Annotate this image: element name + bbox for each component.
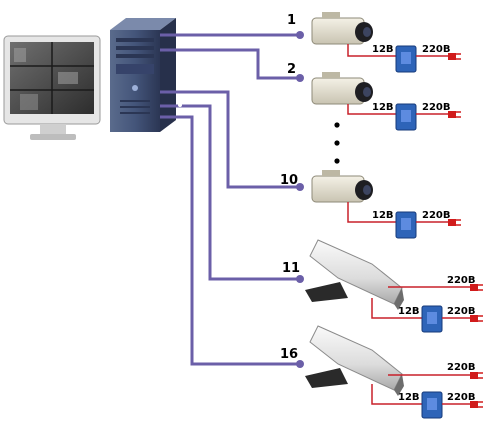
mains-voltage-label-1: 220B — [422, 44, 451, 55]
cable-connectors — [296, 31, 304, 368]
video-cables — [160, 33, 300, 366]
server-tower-icon — [110, 18, 176, 132]
power-adapter-icon — [347, 103, 448, 131]
box-camera-icon — [311, 12, 373, 45]
cable-11 — [160, 104, 300, 281]
power-plug-icon — [470, 372, 483, 379]
power-plug-icon — [448, 53, 461, 60]
camera-number-1: 1 — [287, 13, 296, 28]
camera-number-11: 11 — [282, 261, 300, 276]
mains-voltage-label-16: 220B — [447, 392, 476, 403]
monitor-icon — [3, 35, 101, 140]
mains-voltage-label-2: 220B — [422, 102, 451, 113]
heater-voltage-label-11: 220B — [447, 275, 476, 286]
camera-number-16: 16 — [280, 347, 298, 362]
power-plug-icon — [470, 284, 483, 291]
power-plug-icon — [470, 401, 483, 408]
camera-ellipsis — [334, 122, 340, 164]
low-voltage-label-2: 12B — [372, 102, 394, 113]
cable-16 — [160, 115, 300, 366]
heater-voltage-label-16: 220B — [447, 362, 476, 373]
power-adapter-icon — [347, 44, 448, 73]
mains-voltage-label-11: 220B — [447, 306, 476, 317]
cable-2 — [160, 48, 300, 80]
outdoor-housing-camera-icon — [305, 325, 404, 396]
outdoor-housing-camera-icon — [305, 239, 404, 310]
mains-voltage-label-10: 220B — [422, 210, 451, 221]
power-plug-icon — [448, 111, 461, 118]
power-plug-icon — [448, 219, 461, 226]
power-adapter-icon — [371, 298, 470, 333]
cable-10 — [160, 90, 300, 189]
low-voltage-label-11: 12B — [398, 306, 420, 317]
low-voltage-label-16: 12B — [398, 392, 420, 403]
box-camera-icon — [311, 170, 373, 203]
power-adapter-icon — [371, 384, 470, 419]
server-ellipsis — [178, 53, 182, 115]
low-voltage-label-1: 12B — [372, 44, 394, 55]
box-camera-icon — [311, 72, 373, 105]
power-plug-icon — [470, 315, 483, 322]
low-voltage-label-10: 12B — [372, 210, 394, 221]
camera-number-10: 10 — [280, 173, 298, 188]
camera-number-2: 2 — [287, 62, 296, 77]
power-adapter-icon — [347, 202, 448, 239]
